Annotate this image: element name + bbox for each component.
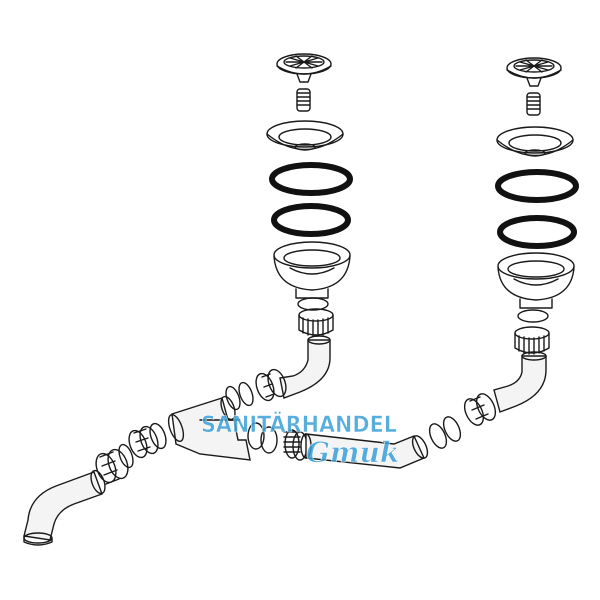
right-outlet-bowl [497, 252, 575, 309]
right-strainer-assembly [493, 57, 579, 413]
left-seal-ring-2 [271, 203, 351, 237]
left-run-washer [118, 443, 134, 469]
right-strainer-cap [506, 57, 562, 87]
watermark-script: Gmuk [306, 436, 399, 469]
left-o-ring-2 [225, 385, 241, 411]
left-spring [296, 88, 311, 112]
right-seal-ring-1 [495, 169, 579, 203]
left-union-nut [298, 308, 334, 337]
left-run-nut [128, 425, 159, 459]
outlet-elbow [23, 469, 106, 546]
watermark-brand: SANITÄRHANDEL [201, 412, 397, 438]
watermark: SANITÄRHANDEL Gmuk [201, 412, 400, 470]
left-o-ring-1 [238, 381, 254, 407]
left-small-washer [297, 297, 329, 311]
left-elbow-nut [255, 368, 287, 402]
right-spring [526, 92, 541, 116]
center-o-ring-2 [260, 426, 278, 454]
left-seal-ring-1 [269, 162, 353, 196]
left-run-o-ring [149, 422, 167, 450]
left-strainer-cap [276, 53, 332, 83]
connector-run [23, 368, 497, 546]
right-o-ring-2 [442, 416, 462, 442]
right-o-ring-1 [428, 423, 448, 449]
right-union-nut [514, 326, 550, 355]
tee-fitting [167, 395, 251, 461]
right-seal-ring-2 [497, 215, 577, 249]
right-elbow-nut [463, 393, 497, 426]
left-strainer-assembly [266, 53, 353, 399]
left-outlet-bowl [273, 241, 351, 299]
left-elbow-pipe [279, 335, 331, 399]
right-elbow-pipe [493, 351, 547, 413]
center-o-ring-1 [247, 422, 265, 450]
left-flange [266, 120, 344, 151]
right-flange [496, 126, 574, 157]
right-long-pipe [300, 433, 429, 469]
right-small-washer [517, 309, 549, 323]
